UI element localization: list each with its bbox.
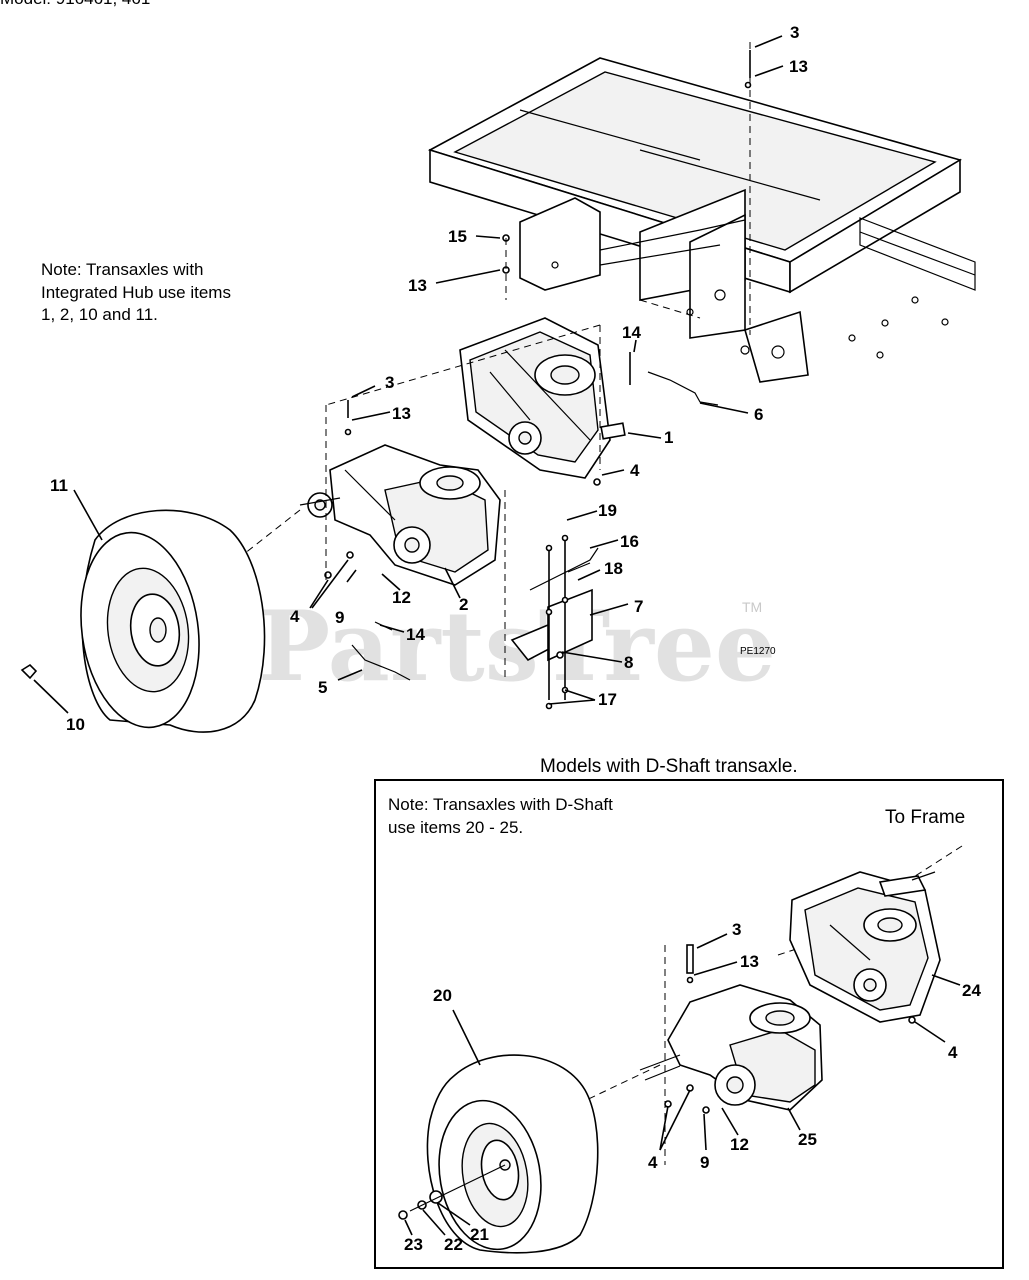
callout-21: 21 — [470, 1225, 489, 1244]
hardware-inset — [398, 944, 916, 1220]
callout-2: 2 — [459, 595, 468, 614]
callout-11: 11 — [50, 476, 68, 495]
callout-16: 16 — [620, 532, 639, 551]
transaxle-right — [459, 317, 626, 479]
callout-10: 10 — [66, 715, 85, 734]
to-frame-label: To Frame — [885, 807, 965, 828]
frame-assembly — [427, 57, 976, 383]
rods-hardware-main — [324, 50, 752, 681]
callout-5: 5 — [318, 678, 327, 697]
transaxle-inset-24 — [789, 871, 941, 1023]
inset-caption: Models with D-Shaft transaxle. — [540, 756, 798, 777]
callout-inset-13: 13 — [740, 952, 759, 971]
callout-23: 23 — [404, 1235, 423, 1254]
callout-3-top: 3 — [790, 23, 799, 42]
callouts-inset: 3 13 24 4 20 4 9 12 25 23 22 21 — [404, 920, 981, 1254]
brake-bracket-parts — [510, 534, 599, 710]
callout-24: 24 — [962, 981, 981, 1000]
callout-inset-4-left: 4 — [648, 1153, 658, 1172]
callout-14-left: 14 — [406, 625, 425, 644]
alignment-lines-main — [159, 42, 751, 680]
callout-inset-3: 3 — [732, 920, 741, 939]
callout-inset-9: 9 — [700, 1153, 709, 1172]
callout-13-frame: 13 — [408, 276, 427, 295]
callout-4-right: 4 — [630, 461, 640, 480]
callout-8: 8 — [624, 653, 633, 672]
svg-text:1, 2, 10 and 11.: 1, 2, 10 and 11. — [41, 305, 158, 324]
callout-22: 22 — [444, 1235, 463, 1254]
transaxle-inset-25 — [639, 984, 823, 1111]
svg-text:use items 20 - 25.: use items 20 - 25. — [388, 818, 523, 837]
callout-19: 19 — [598, 501, 617, 520]
callout-1: 1 — [664, 428, 673, 447]
callout-14-right: 14 — [622, 323, 641, 342]
leader-lines-main — [73, 35, 784, 705]
callout-7: 7 — [634, 597, 643, 616]
leader-lines-inset — [404, 933, 961, 1236]
callout-9: 9 — [335, 608, 344, 627]
header-title-fragment: Model: 916461, 461 — [0, 0, 150, 8]
callout-inset-4-right: 4 — [948, 1043, 958, 1062]
callouts-main: 3 13 15 13 14 6 1 4 3 13 11 19 16 18 7 8… — [50, 23, 808, 734]
callout-15: 15 — [448, 227, 467, 246]
note-d-shaft: Note: Transaxles with D-Shaft use items … — [388, 795, 613, 837]
inset-box — [374, 779, 1004, 1269]
callout-13-left: 13 — [392, 404, 411, 423]
watermark-trademark: TM — [742, 599, 762, 615]
note-integrated-hub: Note: Transaxles with Integrated Hub use… — [41, 260, 231, 324]
wheel-tire-inset — [426, 1054, 599, 1254]
callout-17: 17 — [598, 690, 617, 709]
callout-6: 6 — [754, 405, 763, 424]
wheel-tire-main — [20, 509, 266, 733]
transaxle-left — [299, 444, 501, 586]
callout-20: 20 — [433, 986, 452, 1005]
callout-13-top: 13 — [789, 57, 808, 76]
callout-18: 18 — [604, 559, 623, 578]
callout-25: 25 — [798, 1130, 817, 1149]
callout-3-left: 3 — [385, 373, 394, 392]
svg-text:Note: Transaxles with D-Shaft: Note: Transaxles with D-Shaft — [388, 795, 613, 814]
callout-inset-12: 12 — [730, 1135, 749, 1154]
callout-4-left: 4 — [290, 607, 300, 626]
svg-text:Integrated Hub use items: Integrated Hub use items — [41, 283, 231, 302]
figure-code: PE1270 — [740, 646, 776, 657]
svg-text:Note: Transaxles with: Note: Transaxles with — [41, 260, 204, 279]
callout-12: 12 — [392, 588, 411, 607]
